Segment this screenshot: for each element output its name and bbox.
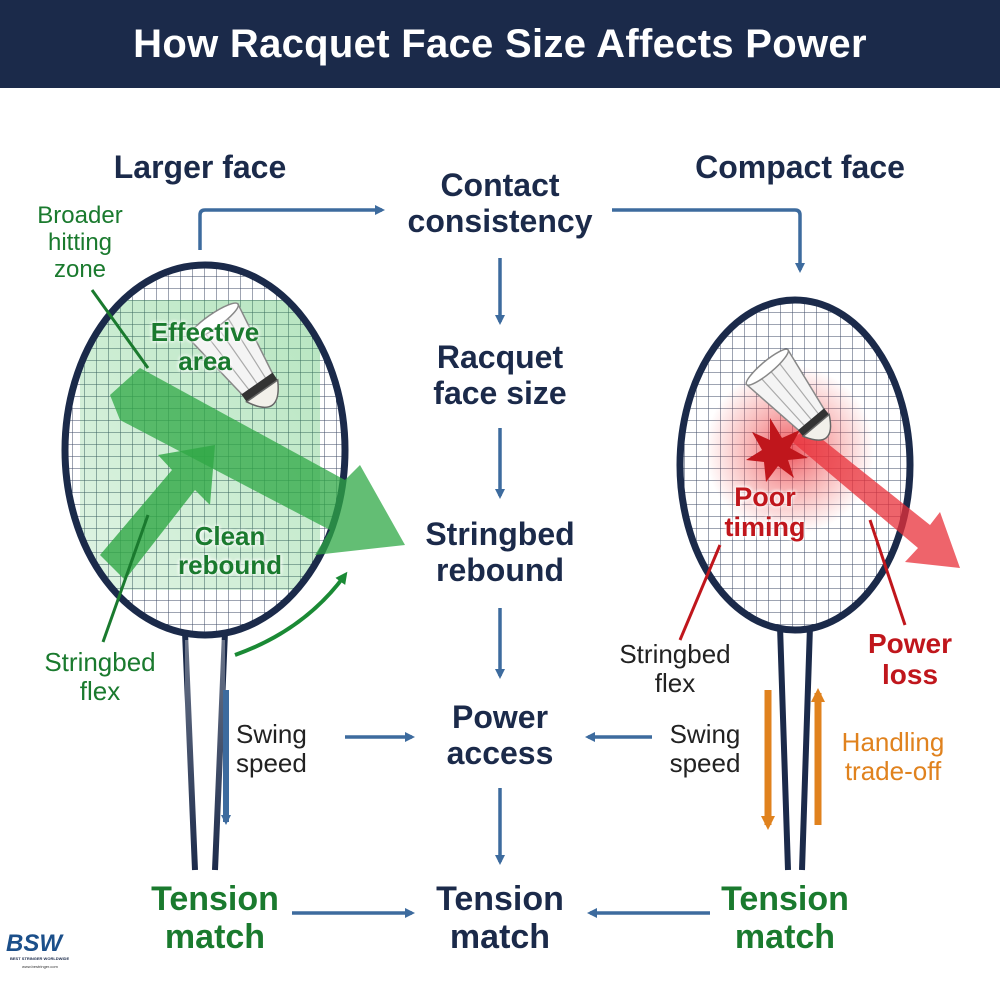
impact-burst-icon — [746, 418, 808, 482]
left-swing-label: Swing speed — [236, 719, 307, 779]
center-tension-node: Tension match — [436, 880, 564, 957]
right-shuttlecock-icon — [745, 348, 832, 441]
right-racquet — [676, 296, 914, 871]
title-bar: How Racquet Face Size Affects Power — [0, 0, 1000, 88]
poor-timing-label: Poor timing — [724, 482, 806, 543]
stringbed-rebound-node: Stringbed rebound — [425, 516, 575, 588]
left-shuttlecock-icon — [187, 302, 279, 409]
contact-consistency-node: Contact consistency — [407, 167, 593, 239]
broader-zone-label: Broader hitting zone — [37, 202, 123, 283]
diagram-canvas — [61, 205, 960, 918]
bsw-logo: BSW BEST STRINGER WORLDWIDE www.bestring… — [6, 926, 90, 974]
clean-rebound-arrow — [100, 445, 215, 580]
racquet-face-node: Racquet face size — [433, 339, 567, 411]
power-loss-pointer-line — [868, 519, 907, 626]
left-tension-label: Tension match — [151, 880, 279, 957]
left-heading: Larger face — [113, 149, 287, 185]
clean-rebound-label: Clean rebound — [178, 521, 282, 581]
right-swing-label: Swing speed — [669, 719, 741, 779]
effective-area-arrow — [110, 368, 405, 555]
left-flex-pointer-line — [101, 514, 150, 643]
power-loss-label: Power loss — [867, 628, 953, 691]
right-flex-label: Stringbed flex — [619, 639, 731, 699]
power-loss-arrow — [790, 428, 960, 568]
right-heading: Compact face — [695, 149, 905, 185]
handling-tradeoff-label: Handling trade-off — [841, 727, 945, 787]
logo-mark: BSW — [6, 930, 62, 957]
right-flex-pointer-line — [678, 544, 722, 641]
arrow-left-to-contact — [198, 205, 385, 250]
arrow-contact-to-right — [612, 208, 805, 273]
page-title: How Racquet Face Size Affects Power — [133, 21, 867, 66]
zone-pointer-line — [90, 289, 150, 369]
flex-curve-arrow — [234, 571, 348, 657]
effective-area-label: Effective area — [150, 317, 260, 377]
logo-url: www.bestringer.com — [22, 964, 58, 969]
power-access-node: Power access — [446, 699, 554, 771]
left-flex-label: Stringbed flex — [44, 647, 156, 707]
right-tension-label: Tension match — [721, 880, 849, 957]
logo-tagline: BEST STRINGER WORLDWIDE — [10, 956, 70, 961]
